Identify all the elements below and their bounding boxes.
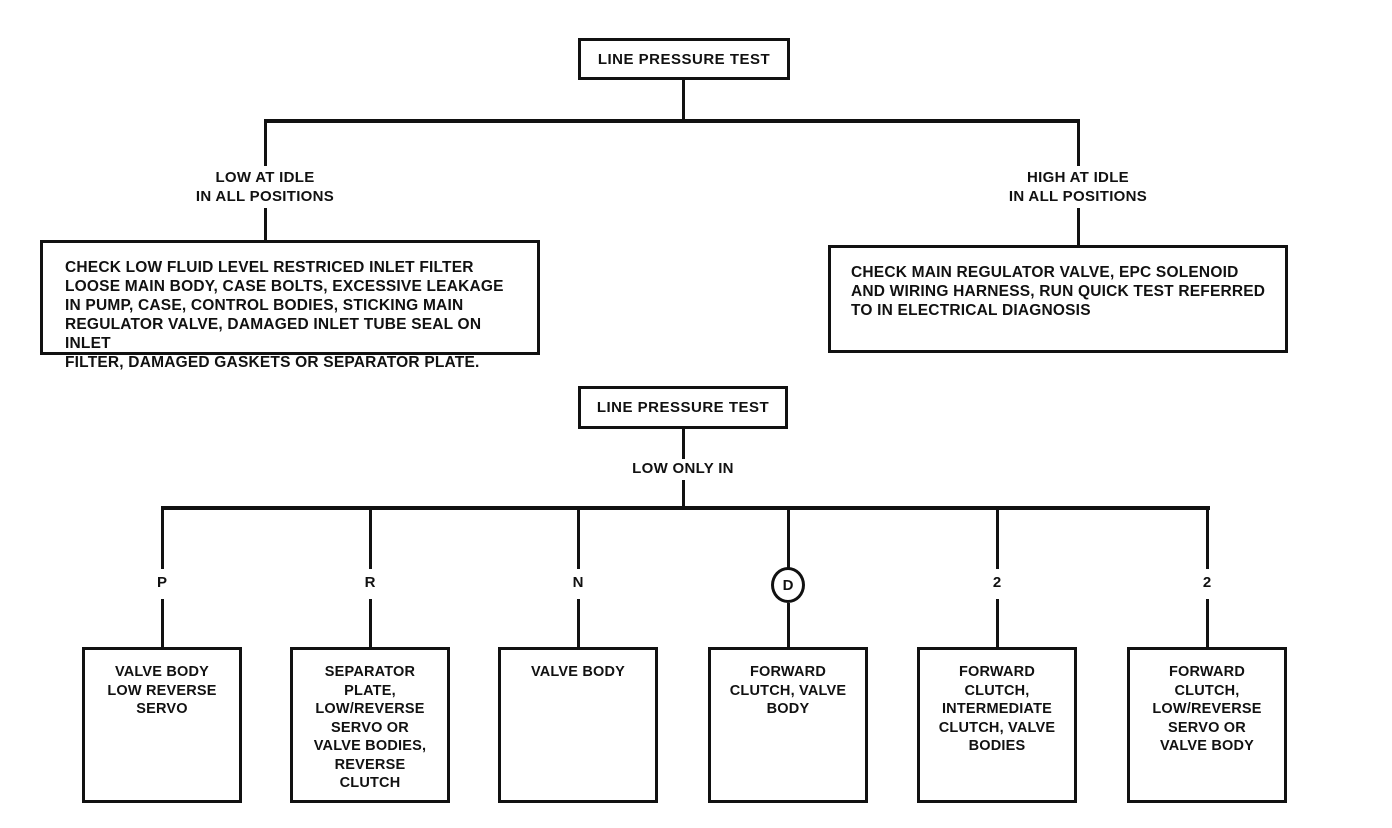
low-idle-causes-box: CHECK LOW FLUID LEVEL RESTRICED INLET FI…	[40, 240, 540, 371]
gear-2b-label: 2	[1202, 574, 1212, 591]
connector-line	[369, 599, 372, 647]
cause-box-d: FORWARD CLUTCH, VALVE BODY	[708, 647, 868, 803]
gear-2a-label: 2	[992, 574, 1002, 591]
cause-box-r-text: SEPARATOR PLATE, LOW/REVERSE SERVO OR VA…	[313, 664, 427, 791]
connector-line	[369, 510, 372, 569]
connector-line	[577, 510, 580, 569]
connector-line	[1206, 599, 1209, 647]
cause-box-2b: FORWARD CLUTCH, LOW/REVERSE SERVO OR VAL…	[1127, 647, 1287, 803]
connector-line	[161, 599, 164, 647]
gear-d-circle: D	[771, 567, 805, 603]
connector-line	[787, 510, 790, 568]
cause-box-r: SEPARATOR PLATE, LOW/REVERSE SERVO OR VA…	[290, 647, 450, 803]
cause-box-2b-text: FORWARD CLUTCH, LOW/REVERSE SERVO OR VAL…	[1152, 664, 1262, 754]
cause-box-n: VALVE BODY	[498, 647, 658, 803]
connector-line	[1077, 123, 1080, 166]
connector-line	[161, 506, 1210, 510]
connector-line	[264, 123, 267, 166]
connector-line	[682, 480, 685, 508]
connector-line	[787, 603, 790, 647]
gear-r-label: R	[364, 574, 376, 591]
gear-d-label: D	[782, 576, 794, 594]
high-at-idle-label: HIGH AT IDLE IN ALL POSITIONS	[1008, 169, 1148, 205]
line-pressure-test-box-top: LINE PRESSURE TEST	[578, 38, 790, 80]
connector-line	[264, 208, 267, 240]
connector-line	[996, 599, 999, 647]
low-idle-causes-text: CHECK LOW FLUID LEVEL RESTRICED INLET FI…	[65, 259, 504, 371]
cause-box-2a: FORWARD CLUTCH, INTERMEDIATE CLUTCH, VAL…	[917, 647, 1077, 803]
gear-p-label: P	[156, 574, 167, 591]
low-only-in-label: LOW ONLY IN	[632, 460, 734, 477]
connector-line	[682, 80, 685, 122]
line-pressure-test-bottom-label: LINE PRESSURE TEST	[596, 399, 770, 416]
line-pressure-test-box-bottom: LINE PRESSURE TEST	[578, 386, 788, 429]
connector-line	[682, 429, 685, 459]
gear-n-label: N	[572, 574, 584, 591]
cause-box-p-text: VALVE BODY LOW REVERSE SERVO	[107, 664, 217, 717]
high-idle-causes-box: CHECK MAIN REGULATOR VALVE, EPC SOLENOID…	[828, 245, 1288, 353]
connector-line	[1206, 510, 1209, 569]
high-idle-causes-text: CHECK MAIN REGULATOR VALVE, EPC SOLENOID…	[851, 264, 1266, 319]
cause-box-2a-text: FORWARD CLUTCH, INTERMEDIATE CLUTCH, VAL…	[938, 664, 1056, 754]
connector-line	[1077, 208, 1080, 245]
connector-line	[577, 599, 580, 647]
cause-box-p: VALVE BODY LOW REVERSE SERVO	[82, 647, 242, 803]
line-pressure-test-top-label: LINE PRESSURE TEST	[597, 50, 771, 68]
connector-line	[996, 510, 999, 569]
connector-line	[161, 510, 164, 569]
cause-box-n-text: VALVE BODY	[530, 664, 626, 680]
cause-box-d-text: FORWARD CLUTCH, VALVE BODY	[729, 664, 847, 717]
low-at-idle-label: LOW AT IDLE IN ALL POSITIONS	[195, 169, 335, 205]
connector-line	[264, 119, 1080, 123]
